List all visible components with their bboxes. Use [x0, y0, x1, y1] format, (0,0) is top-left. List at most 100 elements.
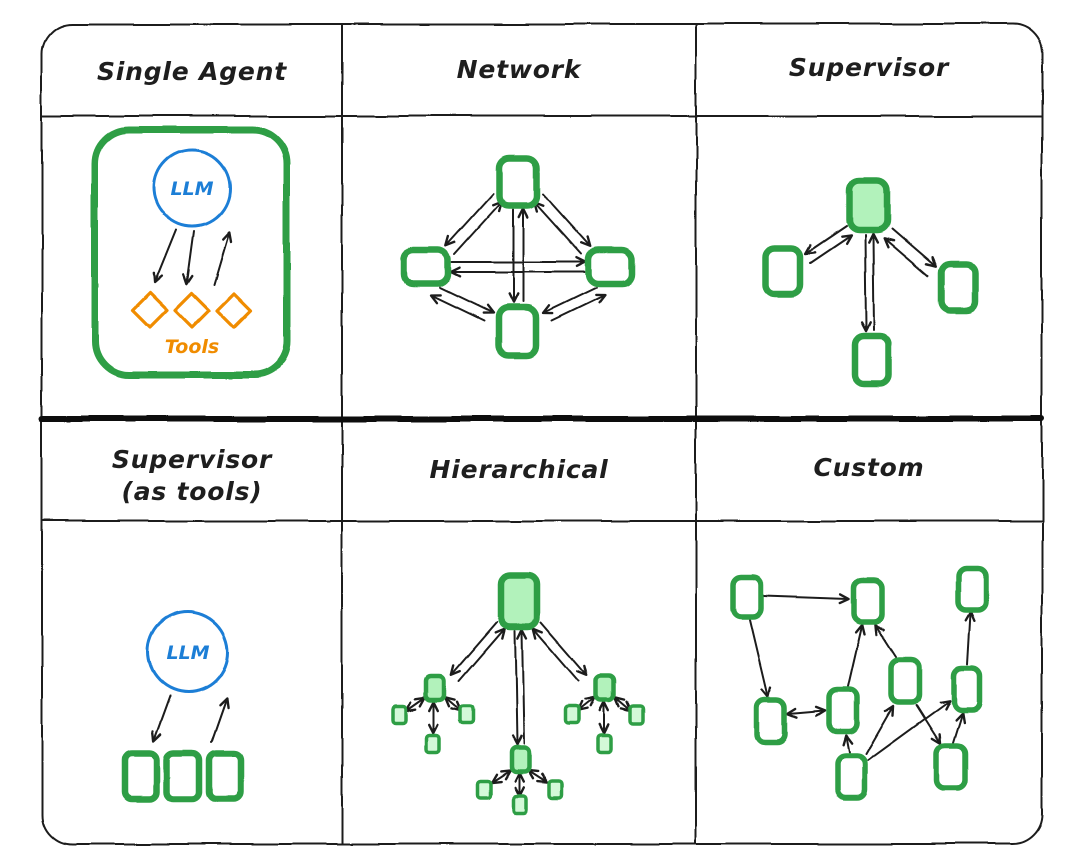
worker-node — [628, 704, 645, 725]
agent-node — [730, 574, 764, 620]
cell-supervisor: Supervisor — [762, 53, 979, 388]
outer-border — [41, 23, 1043, 845]
cell-title-supervisor-as-tools: Supervisor — [112, 445, 273, 474]
llm-circle — [146, 610, 230, 694]
cell-title-hierarchical: Hierarchical — [429, 455, 608, 484]
agent-boundary — [91, 126, 291, 379]
arrow — [516, 627, 528, 745]
arrow — [526, 769, 549, 784]
arrow — [749, 619, 772, 699]
arrow — [489, 769, 512, 784]
arrow — [803, 225, 847, 255]
arrow — [763, 593, 851, 605]
agent-node — [934, 743, 968, 791]
network-drawing — [400, 154, 636, 360]
worker-node — [596, 733, 613, 754]
arrow — [847, 623, 866, 688]
arrow — [874, 623, 897, 658]
arrow — [182, 230, 195, 286]
worker-node — [547, 779, 564, 800]
tools-label: Tools — [165, 336, 219, 358]
agent-node — [955, 565, 989, 613]
cell-custom: Custom — [730, 453, 989, 801]
arrow — [865, 704, 895, 755]
mid-supervisor-node — [593, 673, 617, 703]
arrow — [450, 621, 498, 677]
arrow — [965, 610, 977, 665]
cell-subtitle-supervisor-as-tools: (as tools) — [121, 477, 262, 506]
agent-node — [937, 260, 979, 314]
arrow — [576, 696, 597, 712]
arrow — [613, 696, 633, 712]
arrow — [891, 228, 938, 268]
mid-supervisor-node — [508, 745, 532, 775]
arrow — [213, 230, 233, 285]
cell-single-agent: Single Agent LLM Tools — [91, 57, 291, 379]
worker-node — [475, 779, 492, 800]
agent-node — [494, 304, 540, 360]
llm-label: LLM — [166, 642, 209, 664]
arrow — [533, 201, 582, 255]
table-grid — [39, 23, 1045, 845]
supervisor-node — [497, 572, 541, 630]
agent-node — [851, 332, 893, 388]
arrow — [210, 696, 229, 743]
arrow — [952, 711, 966, 744]
worker-node — [564, 704, 581, 725]
arrow — [809, 234, 853, 264]
worker-node — [391, 704, 408, 725]
cell-supervisor-as-tools: Supervisor (as tools) LLM — [112, 445, 273, 803]
arrow — [152, 229, 177, 285]
arrow — [541, 287, 597, 315]
cell-title-supervisor: Supervisor — [789, 53, 950, 82]
llm-label: LLM — [170, 178, 213, 200]
arrow — [511, 629, 523, 747]
tool-diamond-icon — [215, 291, 253, 329]
agent-node — [851, 577, 885, 625]
arrow — [841, 734, 853, 754]
agent-node — [495, 154, 541, 210]
arrow — [867, 699, 952, 761]
arrow — [151, 695, 171, 743]
worker-node — [511, 794, 528, 815]
arrow — [542, 193, 591, 247]
llm-circle — [152, 148, 232, 228]
arrow — [540, 621, 588, 677]
arrow — [786, 706, 827, 719]
cell-title-single-agent: Single Agent — [97, 57, 287, 86]
cell-network: Network — [400, 55, 636, 360]
tool-diamond-icon — [173, 291, 211, 329]
agent-node — [400, 246, 452, 288]
custom-drawing — [730, 565, 989, 801]
hierarchical-drawing — [391, 572, 645, 815]
agent-node — [951, 665, 983, 713]
arrow — [439, 287, 495, 315]
worker-node — [425, 733, 442, 754]
arrow — [445, 193, 494, 247]
agent-node — [834, 753, 868, 801]
arrow — [458, 626, 506, 682]
arrow — [915, 704, 942, 746]
arrow — [532, 626, 580, 682]
arrow — [454, 201, 503, 255]
single-agent-drawing — [91, 126, 291, 379]
arrow — [551, 294, 607, 322]
agent-node — [121, 749, 161, 803]
supervisor-node — [845, 177, 891, 234]
agent-node — [163, 749, 203, 803]
worker-node — [458, 704, 475, 725]
arrow — [429, 294, 485, 322]
agent-node — [762, 244, 804, 298]
agent-node — [826, 687, 860, 735]
cell-title-custom: Custom — [813, 453, 924, 482]
arrow — [867, 232, 879, 331]
supervisor-drawing — [762, 177, 979, 388]
cell-hierarchical: Hierarchical — [391, 455, 645, 815]
agent-node — [888, 657, 922, 705]
arrow — [860, 234, 872, 333]
agent-node — [205, 749, 245, 803]
arrow — [882, 237, 929, 277]
agent-node — [584, 246, 636, 288]
